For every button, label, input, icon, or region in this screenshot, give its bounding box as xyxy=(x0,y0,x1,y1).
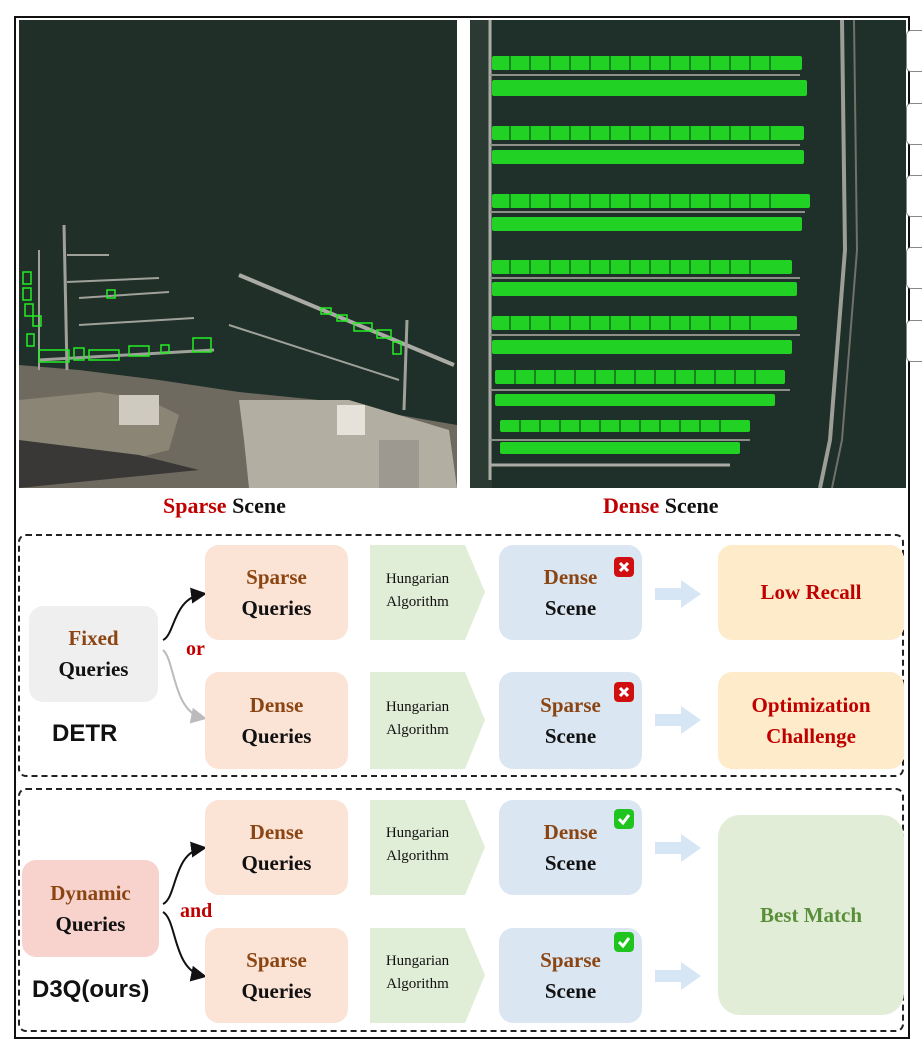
detr-branch-arrows xyxy=(162,587,207,724)
query-line1: Dense xyxy=(249,819,304,844)
d3q-label: D3Q(ours) xyxy=(32,976,150,1003)
green-check-icon xyxy=(614,932,634,952)
caption-word: Scene xyxy=(659,493,719,518)
hungarian-arrow-shape xyxy=(370,545,485,640)
scene-line2: Scene xyxy=(544,595,597,620)
dense-queries-box: Dense Queries xyxy=(205,672,348,769)
sparse-scene-satellite xyxy=(19,20,457,488)
dynamic-queries-line2: Queries xyxy=(55,911,126,936)
query-line1: Sparse xyxy=(246,564,307,589)
scene-line1: Dense xyxy=(543,819,598,844)
edge-box xyxy=(906,175,922,217)
scene-line1: Sparse xyxy=(540,692,601,717)
dense-scene-image xyxy=(470,20,906,488)
sparse-queries-box: Sparse Queries xyxy=(205,545,348,640)
arrow-right-icon xyxy=(655,962,701,990)
figure-frame xyxy=(14,16,910,1039)
best-match-text: Best Match xyxy=(759,902,863,927)
query-line1: Sparse xyxy=(246,947,307,972)
edge-box xyxy=(906,30,922,72)
sparse-scene-caption: Sparse Scene xyxy=(163,493,286,519)
caption-word: Scene xyxy=(226,493,286,518)
fixed-queries-line1: Fixed xyxy=(68,626,119,650)
sparse-scene-image xyxy=(19,20,457,488)
scene-line2: Scene xyxy=(544,723,597,748)
query-line2: Queries xyxy=(241,850,312,875)
fixed-queries-line2: Queries xyxy=(58,657,129,681)
caption-highlight: Dense xyxy=(603,493,660,518)
dense-scene-satellite xyxy=(470,20,906,488)
query-line2: Queries xyxy=(241,978,312,1003)
algo-line1: Hungarian xyxy=(385,953,450,969)
algo-line2: Algorithm xyxy=(386,976,449,992)
dense-scene-caption: Dense Scene xyxy=(603,493,718,519)
d3q-branch-arrows xyxy=(162,841,207,982)
best-match-box: Best Match xyxy=(718,815,904,1015)
query-line2: Queries xyxy=(241,595,312,620)
low-recall-box: Low Recall xyxy=(718,545,904,640)
result-line1: Optimization xyxy=(751,692,871,717)
hungarian-arrow-shape xyxy=(370,800,485,895)
edge-box xyxy=(906,247,922,289)
edge-box xyxy=(906,103,922,145)
scene-line1: Dense xyxy=(543,564,598,589)
edge-box xyxy=(906,320,922,362)
result-line2: Challenge xyxy=(766,723,856,748)
detr-panel xyxy=(18,534,904,777)
or-connector: or xyxy=(186,638,205,660)
dynamic-queries-line1: Dynamic xyxy=(50,880,131,905)
algo-line1: Hungarian xyxy=(385,825,450,841)
algo-line2: Algorithm xyxy=(386,594,449,610)
scene-line1: Sparse xyxy=(540,947,601,972)
algo-line1: Hungarian xyxy=(385,699,450,715)
hungarian-arrow-shape xyxy=(370,928,485,1023)
algo-line1: Hungarian xyxy=(385,571,450,587)
sparse-queries-box: Sparse Queries xyxy=(205,928,348,1023)
algo-line2: Algorithm xyxy=(386,848,449,864)
arrow-right-icon xyxy=(655,706,701,734)
low-recall-text: Low Recall xyxy=(760,580,862,604)
fixed-queries-box: Fixed Queries xyxy=(29,606,158,702)
dynamic-queries-box: Dynamic Queries xyxy=(22,860,159,957)
arrow-right-icon xyxy=(655,834,701,862)
scene-line2: Scene xyxy=(544,978,597,1003)
green-check-icon xyxy=(614,809,634,829)
caption-highlight: Sparse xyxy=(163,493,227,518)
query-line2: Queries xyxy=(241,723,312,748)
hungarian-arrow-shape xyxy=(370,672,485,769)
dense-queries-box: Dense Queries xyxy=(205,800,348,895)
and-connector: and xyxy=(180,900,213,922)
detr-label: DETR xyxy=(52,720,118,747)
red-cross-icon xyxy=(614,682,634,702)
scene-line2: Scene xyxy=(544,850,597,875)
query-line1: Dense xyxy=(249,692,304,717)
red-cross-icon xyxy=(614,557,634,577)
arrow-right-icon xyxy=(655,580,701,608)
optimization-challenge-box: Optimization Challenge xyxy=(718,672,904,769)
algo-line2: Algorithm xyxy=(386,722,449,738)
